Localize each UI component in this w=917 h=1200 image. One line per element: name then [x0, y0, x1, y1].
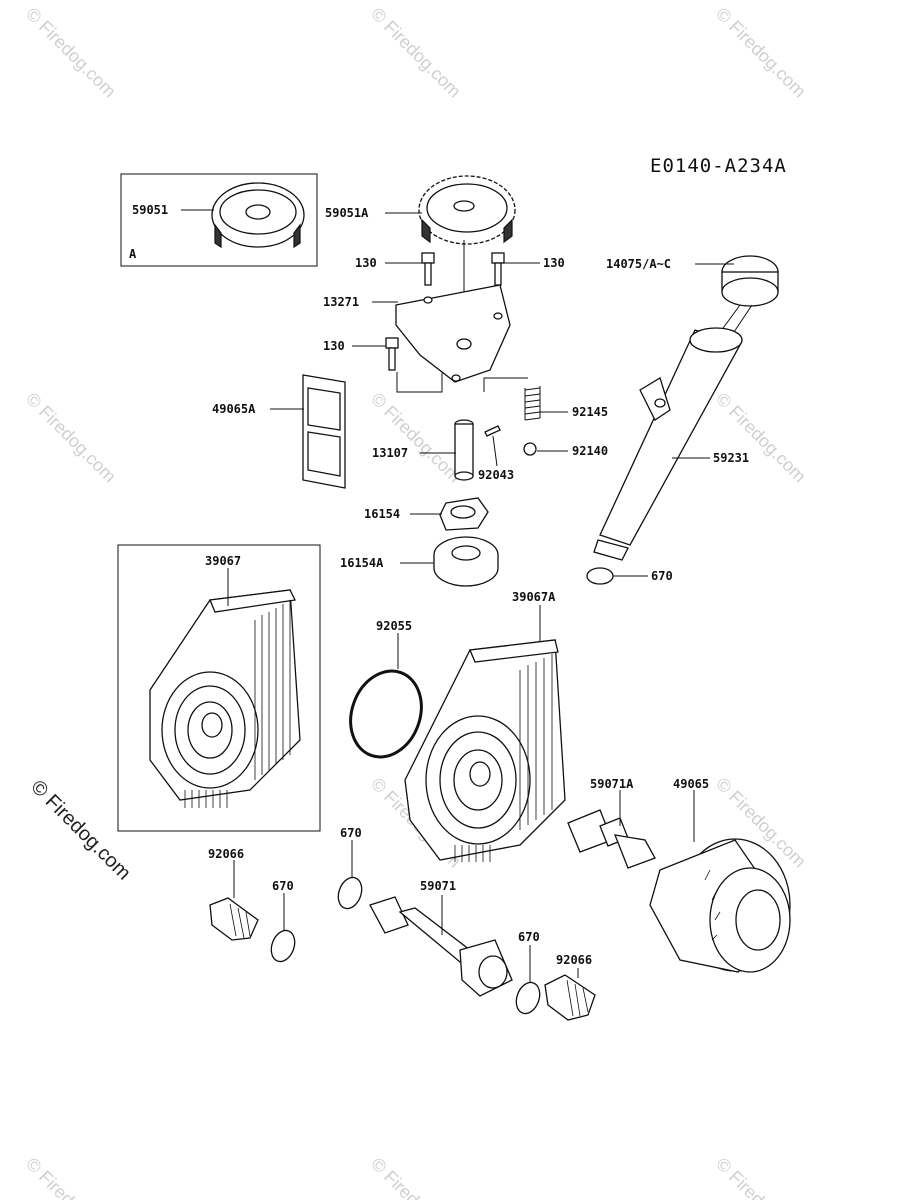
watermark: © Firedog.com: [22, 389, 120, 487]
label-130-left: 130: [355, 256, 377, 270]
label-670-tube: 670: [651, 569, 673, 583]
nipple-59071a-drawing: [567, 809, 656, 869]
label-670-left: 670: [272, 879, 294, 893]
label-39067: 39067: [205, 554, 241, 568]
label-13107: 13107: [372, 446, 408, 460]
o-ring-670-left-drawing: [270, 929, 296, 963]
label-49065a: 49065A: [212, 402, 256, 416]
ball-92140-drawing: [523, 442, 537, 456]
label-670-right: 670: [518, 930, 540, 944]
label-92145: 92145: [572, 405, 608, 419]
label-59231: 59231: [713, 451, 749, 465]
o-ring-92055-drawing: [349, 669, 423, 759]
plate-hole: [456, 338, 472, 350]
label-59051a: 59051A: [325, 206, 369, 220]
rotor-16154a-drawing: [433, 536, 499, 587]
label-16154a: 16154A: [340, 556, 384, 570]
label-59071a: 59071A: [590, 777, 634, 791]
spring-92145-drawing: [524, 386, 541, 421]
shaft-13107-drawing: [454, 419, 474, 481]
gear-59051-drawing: [211, 182, 305, 249]
assembly-bracket: [396, 372, 443, 393]
label-39067a: 39067A: [512, 590, 556, 604]
label-13271: 13271: [323, 295, 359, 309]
pin-92043-drawing: [484, 425, 501, 437]
diagram-code: E0140-A234A: [650, 155, 787, 177]
inset-box-label: A: [129, 247, 137, 261]
fitting-59071-drawing: [369, 896, 513, 997]
plate-hole: [451, 374, 461, 382]
bolt-130-right-drawing: [491, 252, 505, 286]
inset-box-a: [120, 173, 318, 267]
side-watermark: © Firedog.com: [26, 776, 135, 885]
bolt-130-mid-drawing: [385, 337, 399, 371]
label-670-mid: 670: [340, 826, 362, 840]
label-92066-right: 92066: [556, 953, 592, 967]
label-59051: 59051: [132, 203, 168, 217]
watermark: © Firedog.com: [367, 4, 465, 102]
label-59071: 59071: [420, 879, 456, 893]
watermark: © Firedog.com: [367, 1154, 465, 1200]
plug-92066-right-drawing: [544, 974, 596, 1021]
plate-hole: [423, 296, 433, 304]
plate-hole: [493, 312, 503, 320]
filter-49065-drawing: [649, 838, 791, 973]
label-92055: 92055: [376, 619, 412, 633]
o-ring-670-right-drawing: [515, 981, 541, 1015]
label-130-right: 130: [543, 256, 565, 270]
watermark-group: © Firedog.com © Firedog.com © Firedog.co…: [22, 4, 810, 1200]
label-49065: 49065: [673, 777, 709, 791]
label-16154: 16154: [364, 507, 400, 521]
watermark: © Firedog.com: [22, 4, 120, 102]
gear-59051a-drawing: [418, 175, 516, 245]
screen-49065a-drawing: [302, 374, 346, 489]
plug-92066-left-drawing: [209, 897, 259, 941]
watermark: © Firedog.com: [712, 4, 810, 102]
inset-box-39067: [117, 544, 321, 832]
label-130-mid: 130: [323, 339, 345, 353]
oil-fill-tube-drawing: [593, 255, 779, 561]
watermark: © Firedog.com: [712, 1154, 810, 1200]
cooler-39067-drawing: [149, 589, 301, 808]
label-92043: 92043: [478, 468, 514, 482]
plate-13271-drawing: [395, 284, 511, 383]
label-92140: 92140: [572, 444, 608, 458]
watermark: © Firedog.com: [22, 1154, 120, 1200]
watermark: © Firedog.com: [367, 389, 465, 487]
bolt-130-left-drawing: [421, 252, 435, 286]
label-92066-left: 92066: [208, 847, 244, 861]
rotor-16154-drawing: [439, 497, 489, 531]
cooler-39067a-drawing: [404, 639, 566, 862]
o-ring-670-tube-drawing: [586, 567, 614, 585]
label-14075: 14075/A~C: [606, 257, 671, 271]
leader-92043: [492, 435, 498, 467]
assembly-bracket: [483, 377, 528, 392]
o-ring-670-mid-drawing: [337, 876, 363, 910]
watermark: © Firedog.com: [712, 389, 810, 487]
